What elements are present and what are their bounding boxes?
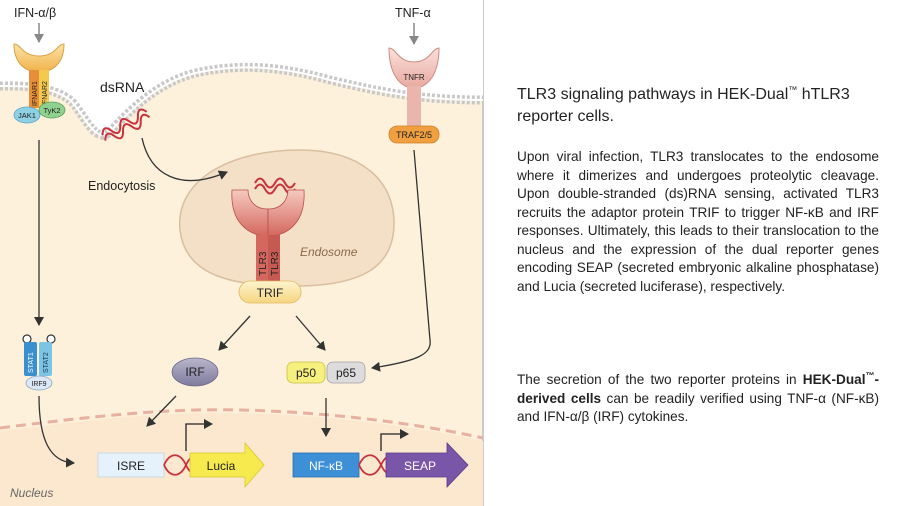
tnfr-stem: [407, 86, 421, 126]
stat1-protein: [24, 342, 37, 376]
phospho-icon: [46, 334, 56, 344]
ifnar-receptor-head: [13, 43, 65, 73]
ifnar1-label: IFNAR1: [32, 81, 39, 106]
p50-label: p50: [296, 366, 316, 380]
nucleus-label: Nucleus: [10, 486, 53, 500]
lucia-gene: [189, 441, 265, 489]
traf-to-p65-arrow: [371, 149, 431, 372]
seap-gene: [385, 442, 469, 488]
tyk2-label: TyK2: [43, 106, 60, 115]
title-text-part: hTLR3 reporter cells.: [517, 86, 850, 125]
extracellular-space: [0, 0, 483, 136]
cell-line-suffix: -derived cells: [517, 372, 879, 406]
trif-to-irf-arrow: [218, 315, 251, 351]
endocytosis-label: Endocytosis: [88, 179, 155, 193]
plasma-membrane-core: [0, 66, 484, 136]
traf-protein: [388, 125, 440, 144]
ifn-label: IFN-α/β: [14, 6, 56, 20]
tnfr-receptor-head: [388, 47, 440, 89]
p65-label: p65: [336, 366, 356, 380]
stat-to-isre-arrow: [38, 395, 75, 468]
irf-label: IRF: [185, 365, 204, 379]
tlr3-label-right: TLR3: [270, 251, 281, 276]
stat2-label: STAT2: [43, 352, 50, 373]
trademark-symbol: ™: [788, 84, 798, 95]
trif-label: TRIF: [257, 286, 284, 300]
p65-protein: [326, 361, 366, 384]
tlr3-chain-left: [256, 235, 268, 283]
description-paragraph-2: The secretion of the two reporter protei…: [517, 371, 879, 427]
endocytosis-arrow: [141, 137, 228, 181]
irf9-protein: [25, 375, 53, 391]
ifnar2-chain: [39, 70, 49, 108]
tlr3-dsrna: [254, 177, 296, 189]
para2-text: can be readily verified using TNF-α (NF-…: [517, 390, 879, 425]
tlr3-pathway-diagram: Nucleus Endosome IFN-α/β IFNAR1 IFNAR2 J…: [0, 0, 484, 506]
stat1-label: STAT1: [28, 352, 35, 373]
ifnar1-chain: [29, 70, 39, 108]
nfkb-label: NF-κB: [309, 459, 343, 473]
jak1-kinase: [13, 106, 41, 124]
seap-tss-arrow: [380, 429, 409, 451]
isre-label: ISRE: [117, 459, 145, 473]
title-text-part: TLR3 signaling pathways in HEK-Dual: [517, 86, 789, 103]
panel-title: TLR3 signaling pathways in HEK-Dual™ hTL…: [517, 84, 879, 128]
lucia-label: Lucia: [207, 459, 236, 473]
stat2-protein: [39, 342, 52, 376]
trif-protein: [238, 280, 302, 304]
tlr3-ectodomain-right: [267, 189, 305, 237]
tyk2-kinase: [38, 101, 66, 119]
tlr3-label-left: TLR3: [258, 251, 269, 276]
tnf-label: TNF-α: [395, 6, 431, 20]
nucleus-envelope: [0, 408, 484, 440]
cell-line-name: HEK-Dual: [802, 372, 866, 387]
dsrna-strand-2: [104, 113, 151, 141]
isre-promoter: [97, 452, 165, 478]
tnfr-label: TNFR: [403, 73, 425, 82]
seap-label: SEAP: [404, 459, 436, 473]
irf9-label: IRF9: [31, 381, 46, 388]
irf-to-isre-arrow: [146, 395, 177, 427]
description-paragraph-1: Upon viral infection, TLR3 translocates …: [517, 149, 879, 294]
dsrna-strand: [101, 108, 148, 136]
nfkb-promoter: [292, 452, 360, 478]
jak1-label: JAK1: [18, 111, 36, 120]
tlr3-chain-right: [268, 235, 280, 283]
traf-label: TRAF2/5: [396, 130, 432, 140]
para2-text: The secretion of the two reporter protei…: [517, 372, 803, 387]
irf-protein: [171, 357, 219, 387]
trif-to-nfkb-arrow: [295, 315, 326, 351]
lucia-tss-arrow: [185, 419, 213, 451]
trademark-symbol: ™: [865, 370, 875, 381]
dsrna-label: dsRNA: [100, 79, 145, 95]
p50-protein: [286, 361, 326, 384]
ifnar2-label: IFNAR2: [42, 81, 49, 106]
phospho-icon: [22, 334, 32, 344]
endosome-label: Endosome: [300, 245, 358, 259]
